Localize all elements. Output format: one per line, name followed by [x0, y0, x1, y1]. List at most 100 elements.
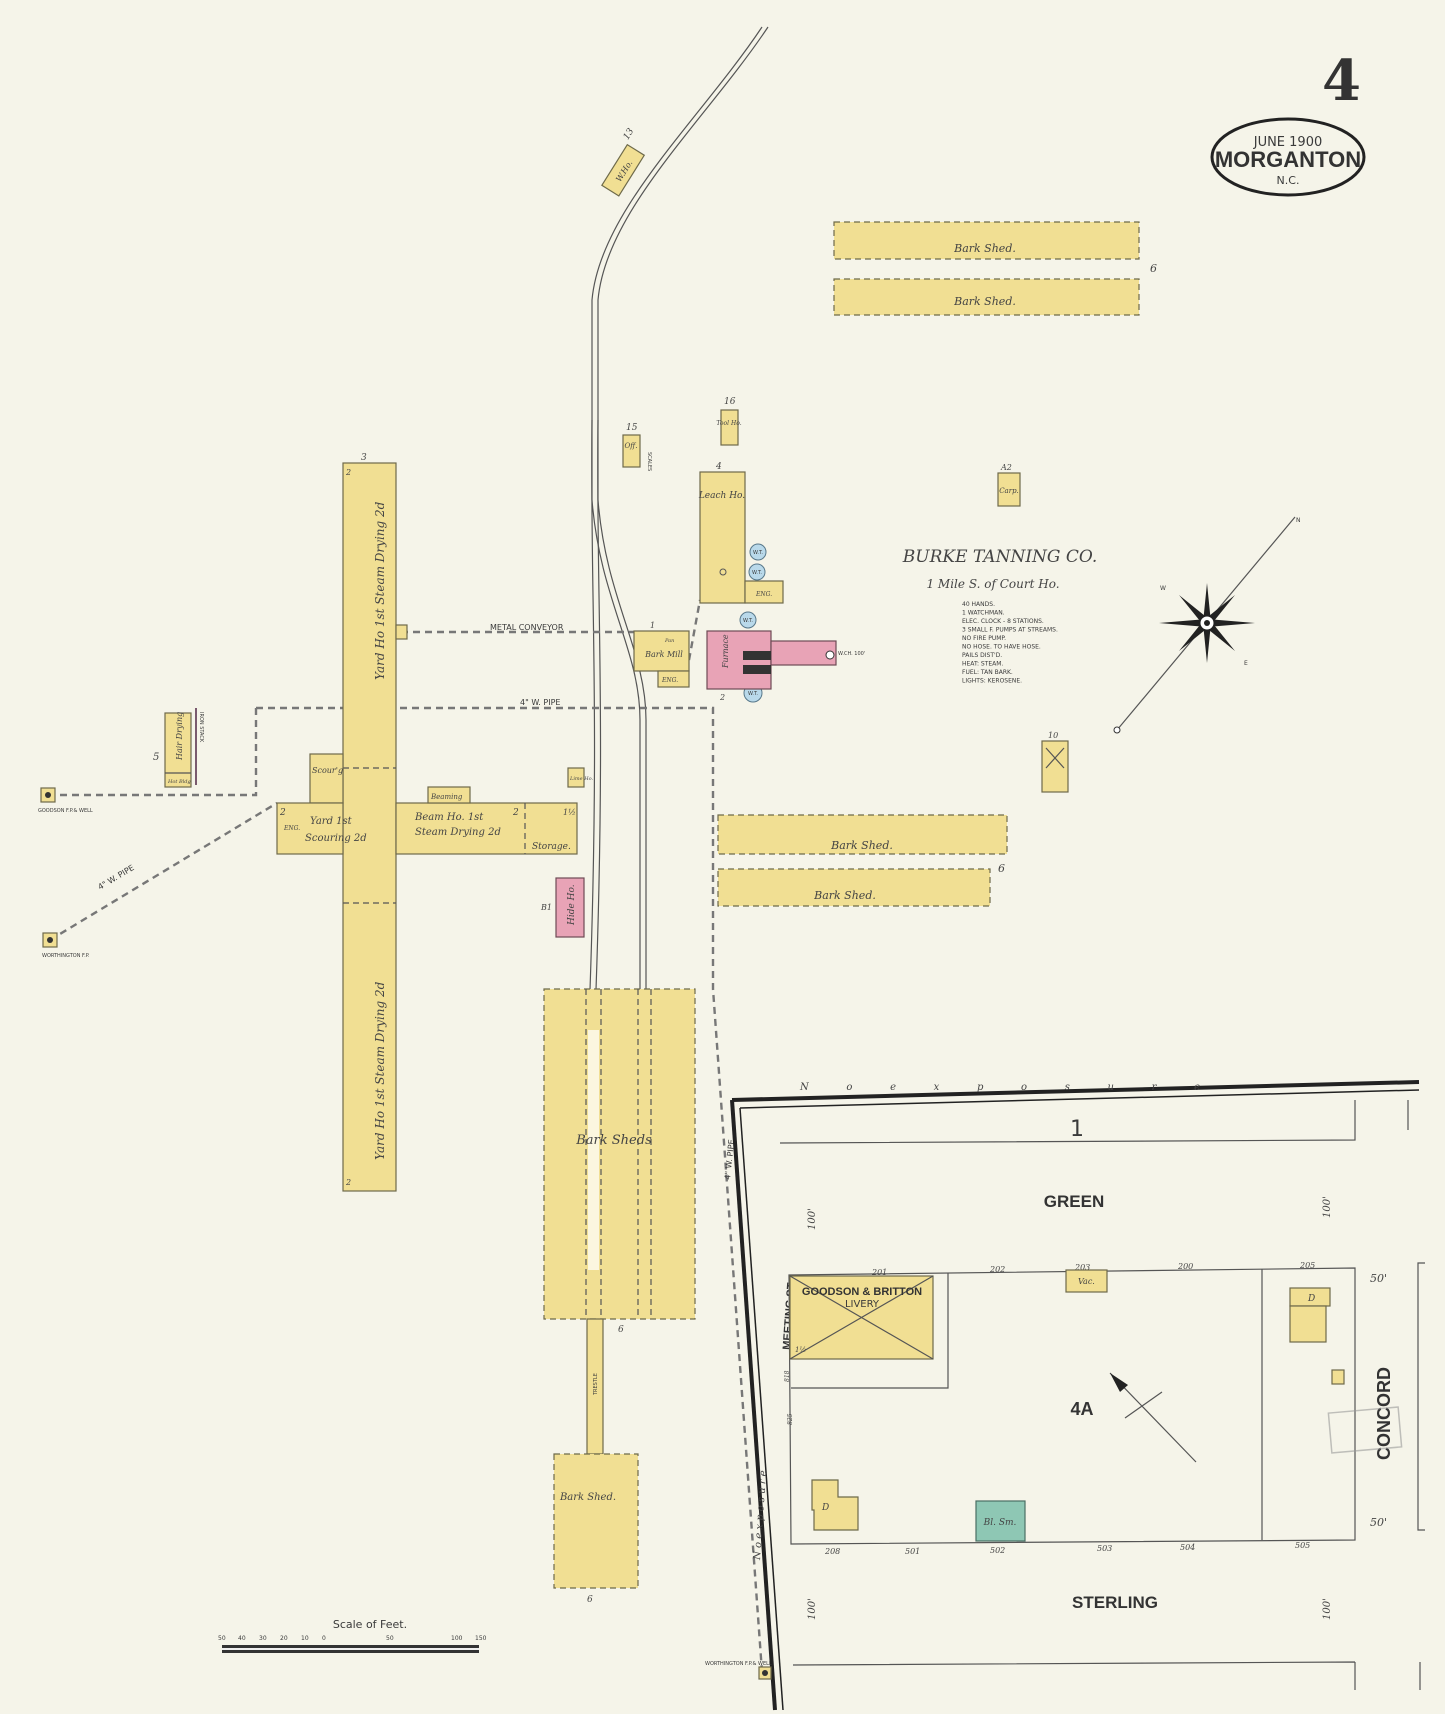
svg-text:Bark Mill: Bark Mill	[644, 650, 683, 659]
company-note: HEAT: STEAM.	[962, 661, 1003, 668]
trestle: TRESTLE	[586, 1318, 604, 1455]
svg-text:503: 503	[1097, 1544, 1112, 1553]
svg-text:SCALES: SCALES	[646, 452, 652, 471]
svg-text:W.T.: W.T.	[743, 618, 753, 624]
svg-text:Lime Ho.: Lime Ho.	[569, 776, 593, 782]
svg-text:D: D	[821, 1503, 829, 1513]
street-sterling: STERLING	[1072, 1593, 1158, 1612]
north-arrow	[1109, 1372, 1197, 1463]
scale-tick: 0	[322, 1635, 326, 1642]
company-note: NO FIRE PUMP.	[962, 635, 1006, 642]
building-10: 10	[1041, 731, 1069, 793]
scale-tick: 50	[386, 1635, 394, 1642]
company-notes: 40 HANDS.1 WATCHMAN.ELEC. CLOCK - 8 STAT…	[962, 601, 1058, 685]
company-info: BURKE TANNING CO. 1 Mile S. of Court Ho.…	[902, 547, 1098, 685]
scale-tick: 40	[238, 1635, 246, 1642]
svg-text:50': 50'	[1370, 1516, 1387, 1529]
bark-sheds-large: Bark Sheds 6	[543, 988, 696, 1335]
svg-text:ENG.: ENG.	[283, 825, 300, 832]
svg-text:WORTHINGTON F.P.: WORTHINGTON F.P.	[42, 953, 90, 959]
svg-text:WORTHINGTON F.P.& WELL: WORTHINGTON F.P.& WELL	[705, 1661, 772, 1667]
block-number: 4A	[1070, 1399, 1093, 1419]
svg-text:Furnace: Furnace	[721, 634, 730, 669]
company-note: LIGHTS: KEROSENE.	[962, 678, 1022, 685]
svg-text:Bark Shed.: Bark Shed.	[830, 839, 893, 852]
bark-shed-top-1: Bark Shed.	[833, 221, 1140, 260]
svg-text:1: 1	[650, 621, 655, 630]
svg-text:505: 505	[1295, 1541, 1310, 1550]
sheet-reference: 1	[1070, 1117, 1084, 1142]
svg-text:502: 502	[990, 1546, 1005, 1555]
pipe-label: 4" W. PIPE	[520, 698, 560, 707]
bark-shed-mid-2: Bark Shed. 6	[717, 862, 1005, 907]
company-location: 1 Mile S. of Court Ho.	[926, 577, 1059, 591]
hide-house: Hide Ho. B1	[540, 877, 585, 938]
svg-text:504: 504	[1180, 1543, 1195, 1552]
scale-tick: 30	[259, 1635, 267, 1642]
svg-text:16: 16	[724, 397, 736, 407]
svg-text:ENG.: ENG.	[755, 591, 772, 598]
svg-text:W.T.: W.T.	[748, 691, 758, 697]
svg-text:Beaming: Beaming	[430, 793, 463, 801]
svg-text:501: 501	[905, 1547, 920, 1556]
svg-text:2: 2	[719, 693, 725, 702]
svg-text:Leach Ho.: Leach Ho.	[698, 491, 745, 501]
carpenter-shop: Carp. A2	[997, 463, 1021, 507]
svg-text:100': 100'	[807, 1208, 818, 1230]
svg-text:6: 6	[998, 862, 1005, 875]
vacant-building: Vac.	[1065, 1269, 1108, 1293]
svg-text:IRON STACK: IRON STACK	[198, 712, 204, 743]
svg-text:ENG.: ENG.	[661, 677, 678, 684]
svg-text:W.T.: W.T.	[753, 550, 763, 556]
svg-text:Scour'g: Scour'g	[312, 766, 343, 775]
stamp	[1327, 1406, 1403, 1454]
street-concord: CONCORD	[1374, 1367, 1394, 1460]
scouring-building: Scour'g	[309, 753, 344, 804]
tool-house: Tool Ho. 16	[716, 397, 742, 446]
bark-shed-label: Bark Shed.	[953, 295, 1016, 308]
svg-text:Scale of Feet.: Scale of Feet.	[333, 1618, 407, 1631]
worthington-well: WORTHINGTON F.P.& WELL	[705, 1661, 772, 1680]
svg-text:Beam Ho. 1st: Beam Ho. 1st	[414, 812, 484, 823]
state-name: N.C.	[1277, 174, 1300, 187]
scale-tick: 150	[475, 1635, 487, 1642]
office: Off. 15 SCALES	[622, 423, 652, 471]
meeting-number: 818	[784, 1370, 791, 1382]
svg-text:GOODSON & BRITTON: GOODSON & BRITTON	[802, 1286, 922, 1298]
svg-text:100': 100'	[807, 1598, 818, 1620]
svg-text:W.T.: W.T.	[752, 570, 762, 576]
scale-tick: 50	[218, 1635, 226, 1642]
w-ho-building: W.Ho. 13	[601, 127, 646, 197]
svg-text:TRESTLE: TRESTLE	[593, 1373, 599, 1396]
company-note: 40 HANDS.	[962, 601, 995, 608]
company-note: ELEC. CLOCK - 8 STATIONS.	[962, 618, 1044, 625]
svg-text:Scouring 2d: Scouring 2d	[305, 833, 367, 844]
svg-text:Bl. Sm.: Bl. Sm.	[983, 1518, 1017, 1528]
svg-text:200: 200	[1177, 1262, 1193, 1271]
worthington-fp: WORTHINGTON F.P.	[42, 932, 90, 959]
svg-text:E: E	[1244, 660, 1248, 667]
svg-text:W: W	[1160, 585, 1166, 592]
svg-text:5: 5	[153, 752, 159, 763]
svg-text:205: 205	[1299, 1261, 1315, 1270]
bark-shed-mid-1: Bark Shed.	[717, 814, 1008, 855]
svg-text:Off.: Off.	[625, 442, 638, 450]
svg-text:Storage.: Storage.	[532, 842, 571, 852]
svg-text:3: 3	[361, 453, 367, 463]
company-name: BURKE TANNING CO.	[902, 547, 1098, 567]
svg-text:50': 50'	[1370, 1272, 1387, 1285]
bark-shed-top-2: Bark Shed.	[833, 278, 1140, 316]
svg-text:202: 202	[989, 1265, 1005, 1274]
svg-text:Hot Bldg: Hot Bldg	[167, 779, 191, 785]
svg-text:Vac.: Vac.	[1078, 1277, 1095, 1286]
street-green: GREEN	[1044, 1192, 1104, 1211]
company-note: PAILS DIST'D.	[962, 652, 1002, 659]
stories-label: 6	[1150, 262, 1157, 275]
svg-text:Bark Sheds: Bark Sheds	[575, 1133, 652, 1148]
svg-text:Tool Ho.: Tool Ho.	[716, 420, 741, 427]
leach-house: Leach Ho. 4 ENG.	[698, 462, 784, 604]
company-note: 3 SMALL F. PUMPS AT STREAMS.	[962, 627, 1058, 634]
